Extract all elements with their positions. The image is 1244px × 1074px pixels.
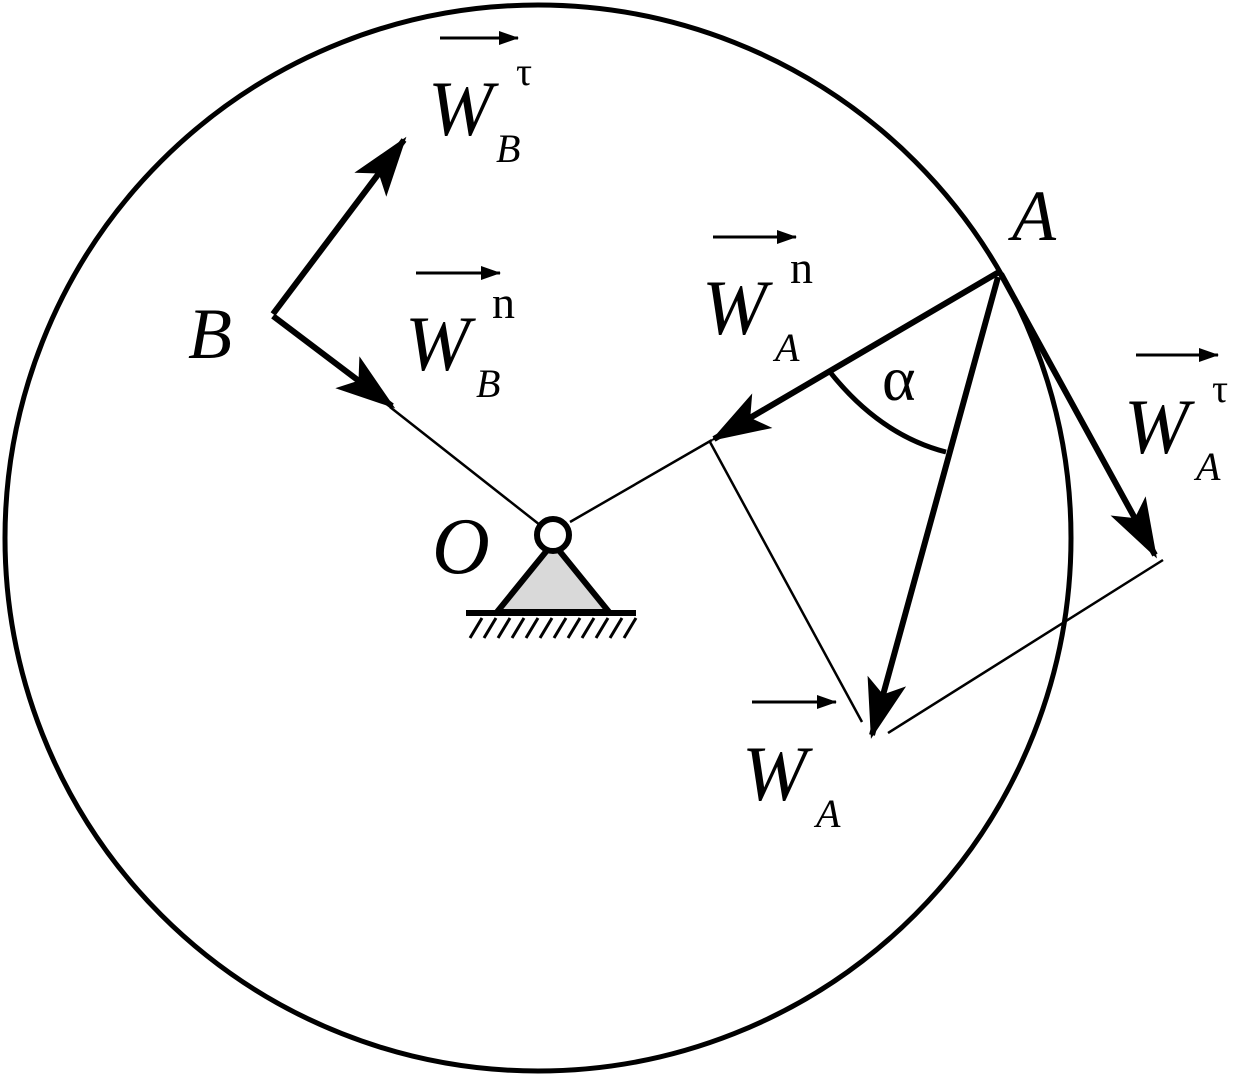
vector-label-wa-tau: W A τ	[1124, 348, 1228, 489]
svg-text:W: W	[1124, 383, 1195, 470]
svg-text:n: n	[492, 277, 515, 328]
label-center-o: O	[432, 503, 490, 591]
radius-oa	[569, 438, 713, 524]
vector-label-wa-n: W A n	[702, 230, 813, 370]
svg-text:τ: τ	[516, 49, 532, 94]
construction-lines	[389, 406, 1164, 735]
svg-text:A: A	[813, 791, 841, 836]
vector-label-wa: W A	[742, 695, 841, 836]
svg-text:A: A	[1193, 444, 1221, 489]
radius-ob	[389, 406, 541, 526]
label-angle-alpha: α	[882, 343, 916, 414]
vector-wa-n	[710, 269, 1001, 442]
disc-circle	[2, 2, 1074, 1074]
label-point-b: B	[188, 294, 232, 374]
svg-text:W: W	[702, 264, 773, 351]
svg-text:A: A	[772, 325, 800, 370]
parallelogram-right	[887, 558, 1164, 735]
vectors	[270, 136, 1158, 739]
vector-wa-tau	[998, 272, 1158, 559]
svg-text:W: W	[428, 65, 499, 152]
svg-text:τ: τ	[1212, 366, 1228, 411]
vector-wb-tau	[270, 136, 407, 316]
svg-text:n: n	[790, 242, 813, 293]
vector-wb-n	[271, 313, 396, 409]
parallelogram-left	[708, 441, 864, 723]
pivot-support	[466, 516, 638, 639]
svg-text:W: W	[405, 300, 476, 387]
angle-alpha-arc	[828, 370, 947, 455]
pivot-joint	[534, 516, 572, 554]
ground-hatching	[468, 617, 638, 639]
svg-text:B: B	[476, 361, 500, 406]
vector-label-wb-tau: W B τ	[428, 31, 532, 171]
svg-text:B: B	[496, 126, 520, 171]
label-point-a: A	[1008, 176, 1057, 256]
svg-text:W: W	[742, 730, 813, 817]
vector-wa	[867, 276, 1001, 739]
vector-label-wb-n: W B n	[405, 266, 515, 406]
